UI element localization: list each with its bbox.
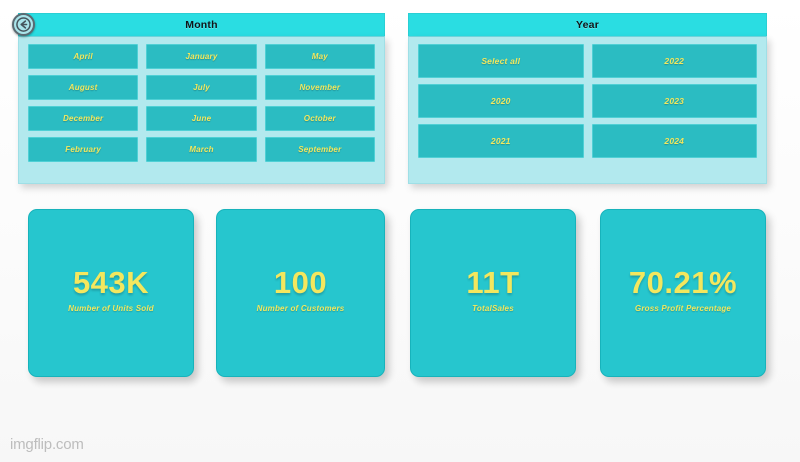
kpi-label-units-sold: Number of Units Sold <box>68 304 154 314</box>
kpi-card-customers-content: 100 Number of Customers <box>256 264 345 314</box>
arrow-left-circle-icon <box>16 17 31 32</box>
slicer-year-item-2020[interactable]: 2020 <box>418 84 584 118</box>
slicer-month-item-july[interactable]: July <box>146 75 257 100</box>
kpi-label-total-sales: TotalSales <box>472 304 514 314</box>
kpi-card-gross-profit[interactable]: 70.21% Gross Profit Percentage <box>600 209 766 377</box>
slicer-month-grid: April January May August July November D… <box>28 44 375 162</box>
slicer-month-item-october[interactable]: October <box>264 106 375 131</box>
slicer-year-item-select-all[interactable]: Select all <box>418 44 584 78</box>
slicer-month-item-november[interactable]: November <box>264 75 375 100</box>
kpi-card-gross-profit-content: 70.21% Gross Profit Percentage <box>628 264 738 314</box>
imgflip-watermark: imgflip.com <box>10 436 84 453</box>
slicer-year-item-2021[interactable]: 2021 <box>418 124 584 158</box>
slicer-month-item-june[interactable]: June <box>146 106 257 131</box>
kpi-card-units-sold-content: 543K Number of Units Sold <box>68 264 154 314</box>
slicer-month-item-september[interactable]: September <box>264 137 375 162</box>
slicer-year-grid: Select all 2022 2020 2023 2021 2024 <box>418 44 757 158</box>
slicer-year-item-2023[interactable]: 2023 <box>591 84 757 118</box>
slicer-month-body: April January May August July November D… <box>18 36 385 184</box>
slicer-month-item-may[interactable]: May <box>264 44 375 69</box>
slicer-month-item-april[interactable]: April <box>28 44 139 69</box>
slicer-year-header: Year <box>408 13 767 36</box>
kpi-value-total-sales: 11T <box>466 264 520 300</box>
slicer-month-item-january[interactable]: January <box>146 44 257 69</box>
slicer-year: Year Select all 2022 2020 2023 2021 2024 <box>408 13 767 184</box>
kpi-card-customers[interactable]: 100 Number of Customers <box>216 209 385 377</box>
slicer-month-title: Month <box>185 19 218 31</box>
kpi-value-gross-profit: 70.21% <box>628 264 738 300</box>
slicer-year-item-2024[interactable]: 2024 <box>591 124 757 158</box>
kpi-card-total-sales-content: 11T TotalSales <box>466 264 520 314</box>
slicer-month-header: Month <box>18 13 385 36</box>
kpi-value-customers: 100 <box>273 264 328 300</box>
slicer-year-item-2022[interactable]: 2022 <box>591 44 757 78</box>
slicer-year-body: Select all 2022 2020 2023 2021 2024 <box>408 36 767 184</box>
kpi-label-gross-profit: Gross Profit Percentage <box>634 304 732 314</box>
slicer-month-item-august[interactable]: August <box>28 75 139 100</box>
back-button[interactable] <box>12 13 35 36</box>
slicer-month-item-march[interactable]: March <box>146 137 257 162</box>
slicer-month: Month April January May August July Nove… <box>18 13 385 184</box>
slicer-month-item-february[interactable]: February <box>28 137 139 162</box>
slicer-month-item-december[interactable]: December <box>28 106 139 131</box>
kpi-label-customers: Number of Customers <box>256 304 345 314</box>
kpi-card-units-sold[interactable]: 543K Number of Units Sold <box>28 209 194 377</box>
slicer-year-title: Year <box>576 19 599 31</box>
kpi-value-units-sold: 543K <box>72 264 150 300</box>
kpi-card-total-sales[interactable]: 11T TotalSales <box>410 209 576 377</box>
